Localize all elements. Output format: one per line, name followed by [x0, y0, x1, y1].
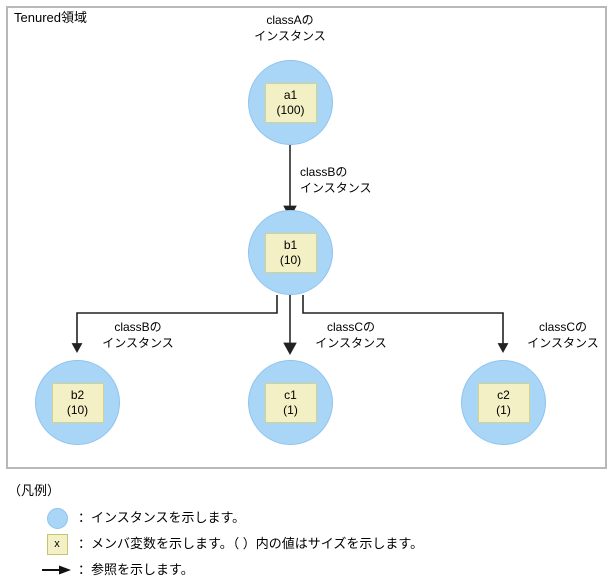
member-name-a1: a1 [283, 87, 298, 102]
member-name-b1: b1 [283, 237, 298, 252]
tenured-area-title: Tenured領域 [14, 10, 87, 25]
edge-label-classC-right-line2: インスタンス [527, 336, 599, 350]
edge-label-classA-line2: インスタンス [254, 29, 326, 43]
instance-node-a1[interactable]: a1 (100) [248, 60, 333, 145]
legend: （凡例） ：インスタンスを示します。 x ：メンバ変数を示します。（ ）内の値は… [8, 483, 608, 583]
legend-item-member-variable: x ：メンバ変数を示します。（ ）内の値はサイズを示します。 [40, 531, 608, 557]
edge-label-classA-line1: classAの [266, 13, 314, 27]
member-size-b1: (10) [279, 252, 302, 267]
member-name-b2: b2 [70, 387, 85, 402]
legend-item-member-variable-text: ：メンバ変数を示します。（ ）内の値はサイズを示します。 [78, 536, 424, 551]
edge-label-classC-mid-line2: インスタンス [315, 336, 387, 350]
member-size-c1: (1) [283, 402, 298, 417]
member-box-icon: x [40, 533, 74, 555]
member-size-a1: (100) [276, 102, 305, 117]
reference-arrow-icon [40, 564, 74, 576]
legend-title: （凡例） [8, 483, 61, 498]
member-box-icon-label: x [46, 533, 68, 555]
member-name-c1: c1 [284, 387, 297, 402]
edge-label-classC-mid: classCの インスタンス [299, 319, 403, 351]
edge-label-classC-right: classCの インスタンス [511, 319, 615, 351]
edge-label-classB-left-line2: インスタンス [102, 336, 174, 350]
instance-node-c2[interactable]: c2 (1) [461, 360, 546, 445]
edge-label-classB-top-line2: インスタンス [300, 181, 372, 195]
member-variable-c2: c2 (1) [477, 382, 530, 423]
edge-label-classA: classAの インスタンス [238, 12, 342, 44]
member-variable-a1: a1 (100) [264, 82, 317, 123]
instance-circle-icon [40, 507, 74, 529]
legend-item-instance-text: ：インスタンスを示します。 [78, 510, 246, 525]
edge-label-classB-top: classBの インスタンス [300, 164, 404, 196]
member-name-c2: c2 [497, 387, 510, 402]
edge-label-classB-top-line1: classBの [300, 165, 348, 179]
legend-item-reference-text: ：参照を示します。 [78, 562, 194, 577]
edge-label-classB-left-line1: classBの [114, 320, 162, 334]
member-size-c2: (1) [496, 402, 511, 417]
member-variable-b2: b2 (10) [51, 382, 104, 423]
edge-label-classC-mid-line1: classCの [326, 320, 375, 334]
instance-node-b1[interactable]: b1 (10) [248, 210, 333, 295]
member-variable-c1: c1 (1) [264, 382, 317, 423]
member-variable-b1: b1 (10) [264, 232, 317, 273]
edge-label-classB-left: classBの インスタンス [86, 319, 190, 351]
instance-node-c1[interactable]: c1 (1) [248, 360, 333, 445]
instance-node-b2[interactable]: b2 (10) [35, 360, 120, 445]
edge-label-classC-right-line1: classCの [538, 320, 587, 334]
member-size-b2: (10) [66, 402, 89, 417]
legend-item-reference: ：参照を示します。 [40, 557, 608, 583]
legend-item-instance: ：インスタンスを示します。 [40, 505, 608, 531]
